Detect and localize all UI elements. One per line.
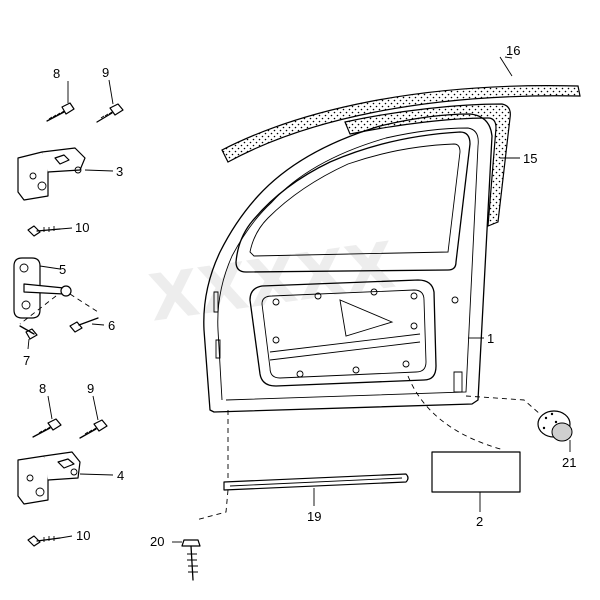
door-shell-1 bbox=[203, 113, 493, 413]
callout-15: 15 bbox=[523, 151, 537, 166]
outer-seal-16 bbox=[221, 85, 581, 163]
callout-10-bottom: 10 bbox=[76, 528, 90, 543]
hinge-4 bbox=[17, 451, 114, 505]
callout-9-top: 9 bbox=[102, 65, 109, 80]
leader-16 bbox=[499, 56, 513, 77]
callout-8-bottom: 8 bbox=[39, 381, 46, 396]
foil-sheet-2 bbox=[407, 375, 521, 512]
callout-8-top: 8 bbox=[53, 66, 60, 81]
plug-21 bbox=[465, 395, 573, 452]
bolt-8-bottom bbox=[32, 395, 62, 438]
callout-19: 19 bbox=[307, 509, 321, 524]
callout-9-bottom: 9 bbox=[87, 381, 94, 396]
bolt-9-top bbox=[96, 79, 124, 123]
callout-21: 21 bbox=[562, 455, 576, 470]
bolt-8-top bbox=[46, 81, 75, 122]
screw-10-bottom bbox=[27, 535, 73, 547]
screw-20 bbox=[172, 539, 201, 581]
window-seal-15 bbox=[344, 103, 511, 227]
screw-10-top bbox=[27, 225, 73, 237]
screw-7 bbox=[19, 325, 38, 350]
callout-7: 7 bbox=[23, 353, 30, 368]
callout-6: 6 bbox=[108, 318, 115, 333]
callout-3: 3 bbox=[116, 164, 123, 179]
callout-16: 16 bbox=[506, 43, 520, 58]
callout-4: 4 bbox=[117, 468, 124, 483]
callout-2: 2 bbox=[476, 514, 483, 529]
bolt-9-bottom bbox=[79, 395, 108, 439]
callout-10-top: 10 bbox=[75, 220, 89, 235]
door-check-5 bbox=[13, 257, 99, 325]
strip-19 bbox=[195, 410, 409, 521]
callout-5: 5 bbox=[59, 262, 66, 277]
hinge-3 bbox=[17, 147, 114, 201]
callout-20: 20 bbox=[150, 534, 164, 549]
callout-1: 1 bbox=[487, 331, 494, 346]
screw-6 bbox=[69, 317, 105, 333]
